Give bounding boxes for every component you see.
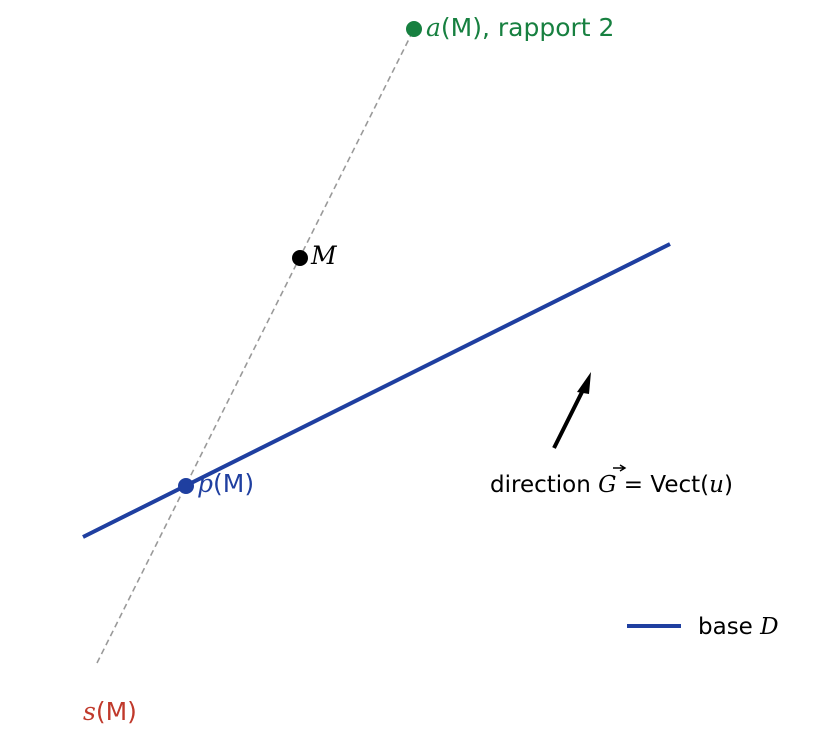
point-m-marker xyxy=(292,250,308,266)
legend-label: base D xyxy=(698,614,779,640)
point-a-marker xyxy=(406,21,422,37)
direction-label: direction G = Vect(u) xyxy=(490,472,733,498)
legend: base D xyxy=(627,614,779,640)
point-p-label: p(M) xyxy=(197,469,254,498)
direction-arrow-head xyxy=(577,372,591,394)
point-s-label: s(M) xyxy=(83,697,137,726)
point-m-label: M xyxy=(310,241,338,270)
direction-arrow-shaft xyxy=(552,387,586,449)
direction-dashed-line xyxy=(96,28,415,664)
point-p-marker xyxy=(178,478,194,494)
point-a-label: a(M), rapport 2 xyxy=(426,13,614,42)
vector-arrow-over-g xyxy=(613,464,627,472)
